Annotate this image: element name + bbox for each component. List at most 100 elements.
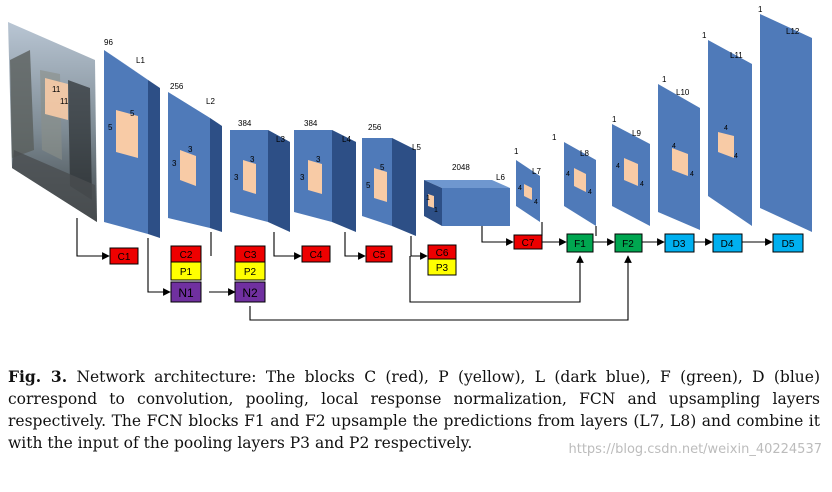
layer-label: L5 — [412, 143, 421, 152]
layer-label: L4 — [342, 135, 351, 144]
layer-label: L2 — [206, 97, 215, 106]
input-kernel-label: 11 — [52, 85, 61, 94]
channel-count-label: 384 — [304, 119, 318, 128]
layer-label: L1 — [136, 56, 145, 65]
layer-L9: 4 4 1 L9 — [612, 115, 650, 226]
block-C4: C4 — [301, 245, 331, 263]
kernel-size-label: 4 — [724, 125, 728, 132]
block-label: C2 — [180, 250, 193, 261]
kernel-size-label: 5 — [130, 109, 135, 118]
layer-label: L3 — [276, 135, 285, 144]
block-label: C4 — [310, 250, 323, 261]
kernel-size-label: 5 — [380, 163, 385, 172]
block-F2: F2 — [614, 233, 643, 253]
block-C1: C1 — [109, 247, 139, 265]
channel-count-label: 1 — [514, 147, 519, 156]
layer-L10: 4 4 1 L10 — [658, 75, 700, 230]
layer-L3: 3 3 384 L3 — [230, 119, 290, 232]
block-label: P3 — [436, 263, 449, 274]
layer-L12: 1 L12 — [758, 5, 812, 232]
block-label: C5 — [373, 250, 386, 261]
channel-count-label: 1 — [758, 5, 763, 14]
channel-count-label: 384 — [238, 119, 252, 128]
layer-L7: 4 4 1 L7 — [514, 147, 541, 222]
channel-count-label: 1 — [702, 31, 707, 40]
channel-count-label: 1 — [552, 133, 557, 142]
layer-L8: 4 4 1 L8 — [552, 133, 596, 226]
block-F1: F1 — [566, 233, 594, 253]
block-label: N1 — [178, 286, 194, 300]
block-label: F2 — [622, 239, 634, 250]
blocks: C1 C2 P1 N1 C3 P2 N2 C4 — [109, 233, 804, 303]
channel-count-label: 256 — [368, 123, 382, 132]
kernel-size-label: 4 — [566, 171, 570, 178]
layer-L11: 4 4 1 L11 — [702, 31, 752, 226]
block-label: P2 — [244, 267, 257, 278]
kernel-size-label: 4 — [734, 153, 738, 160]
block-P3: P3 — [427, 258, 457, 276]
kernel-size-label: 4 — [518, 185, 522, 192]
kernel-size-label: 5 — [366, 181, 371, 190]
input-kernel-label: 11 — [60, 97, 69, 106]
kernel-size-label: 5 — [108, 123, 113, 132]
watermark-url: https://blog.csdn.net/weixin_40224537 — [568, 442, 822, 457]
block-C5: C5 — [365, 245, 393, 263]
kernel-size-label: 4 — [690, 171, 694, 178]
layer-label: L8 — [580, 149, 589, 158]
layer-L6: 1 1 2048 L6 — [424, 163, 510, 226]
block-C3: C3 — [234, 245, 266, 263]
kernel-size-label: 4 — [672, 143, 676, 150]
layer-label: L11 — [730, 51, 743, 60]
caption-text: Network architecture: The blocks C (red)… — [8, 368, 820, 452]
block-D5: D5 — [772, 233, 804, 253]
kernel-size-label: 1 — [426, 195, 430, 202]
figure-caption: Fig. 3. Network architecture: The blocks… — [8, 366, 820, 454]
channel-count-label: 2048 — [452, 163, 470, 172]
kernel-size-label: 3 — [300, 173, 305, 182]
block-C6: C6 — [427, 244, 457, 260]
block-C7: C7 — [513, 234, 543, 250]
layer-L1: 5 5 96 L1 — [104, 38, 160, 238]
kernel-size-label: 3 — [234, 173, 239, 182]
kernel-size-label: 3 — [188, 145, 193, 154]
channel-count-label: 1 — [662, 75, 667, 84]
network-architecture-diagram: 11 11 5 5 96 L1 3 3 256 L2 3 3 384 L3 — [8, 5, 812, 321]
block-label: P1 — [180, 267, 193, 278]
block-C2: C2 — [170, 245, 202, 263]
kernel-size-label: 4 — [616, 163, 620, 170]
layer-label: L9 — [632, 129, 641, 138]
caption-label: Fig. 3. — [8, 367, 68, 386]
block-label: C7 — [522, 238, 535, 249]
kernel-size-label: 4 — [640, 181, 644, 188]
block-D4: D4 — [712, 233, 743, 253]
kernel-size-label: 1 — [434, 207, 438, 214]
connectors — [76, 218, 773, 321]
kernel-size-label: 4 — [534, 199, 538, 206]
input-image: 11 11 — [8, 22, 97, 222]
block-P1: P1 — [170, 261, 202, 281]
block-label: D4 — [721, 239, 734, 250]
layer-label: L6 — [496, 173, 505, 182]
block-label: D3 — [673, 239, 686, 250]
input-kernel — [45, 78, 68, 120]
channel-count-label: 256 — [170, 82, 184, 91]
block-label: D5 — [782, 239, 795, 250]
kernel-size-label: 4 — [588, 189, 592, 196]
kernel-size-label: 3 — [250, 155, 255, 164]
block-label: N2 — [242, 286, 258, 300]
block-P2: P2 — [234, 261, 266, 281]
layer-L5: 5 5 256 L5 — [362, 123, 421, 236]
block-label: C3 — [244, 250, 257, 261]
block-label: F1 — [574, 239, 586, 250]
layer-L2: 3 3 256 L2 — [168, 82, 222, 232]
layer-label: L12 — [786, 27, 800, 36]
layer-label: L10 — [676, 88, 690, 97]
layer-label: L7 — [532, 167, 541, 176]
block-label: C6 — [436, 248, 449, 259]
block-N1: N1 — [170, 281, 202, 303]
kernel-size-label: 3 — [316, 155, 321, 164]
layer-L4: 3 3 384 L4 — [294, 119, 356, 232]
channel-count-label: 96 — [104, 38, 113, 47]
block-label: C1 — [118, 252, 131, 263]
kernel-size-label: 3 — [172, 159, 177, 168]
